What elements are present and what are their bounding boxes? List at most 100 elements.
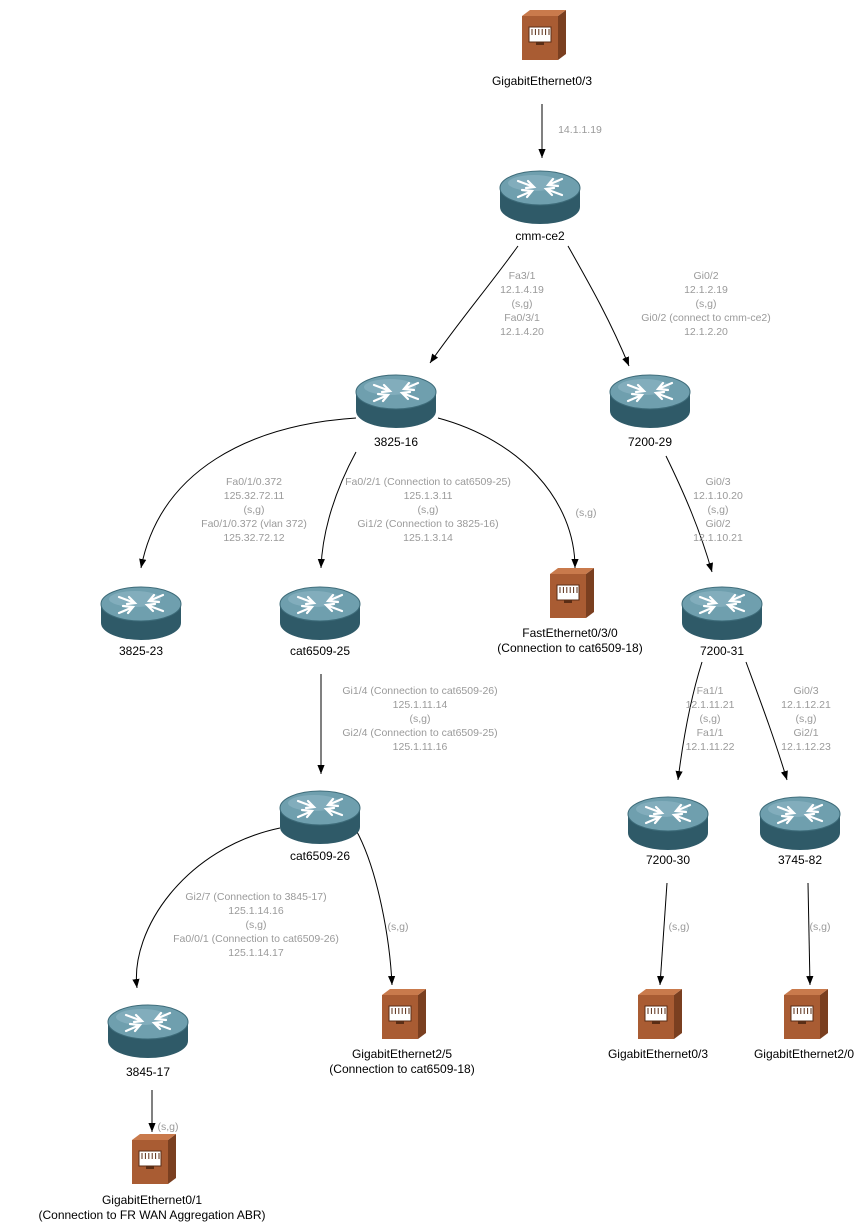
edge-label-line: (s,g) (512, 298, 533, 310)
edge-cmm_ce2-to-r7200_29 (567, 245, 630, 367)
node-label: 7200-31 (700, 644, 744, 658)
port-pins (793, 1008, 812, 1014)
edge-r7200_31-to-r3745_82 (745, 661, 788, 781)
node-label: GigabitEthernet0/1(Connection to FR WAN … (39, 1193, 266, 1222)
node-ge25[interactable]: GigabitEthernet2/5(Connection to cat6509… (329, 989, 475, 1076)
ethernet-port-icon[interactable] (382, 989, 426, 1039)
edge-label-line: 12.1.12.21 (781, 699, 831, 711)
edge-label-e5: Fa0/2/1 (Connection to cat6509-25)125.1.… (345, 476, 511, 544)
node-label-line: cat6509-26 (290, 849, 350, 863)
node-label-line: 3825-16 (374, 435, 418, 449)
node-cmm-ce2[interactable]: cmm-ce2 (499, 170, 581, 243)
router-arrows (372, 381, 420, 403)
node-label-line: GigabitEthernet2/0 (754, 1047, 854, 1061)
port-pins (559, 587, 578, 593)
node-r3825-16[interactable]: 3825-16 (355, 374, 437, 449)
ethernet-port-icon[interactable] (522, 10, 566, 60)
node-label-line: (Connection to cat6509-18) (329, 1062, 474, 1076)
ethernet-port-icon[interactable] (638, 989, 682, 1039)
edge-label-line: 125.32.72.11 (224, 490, 285, 502)
node-r3745-82[interactable]: 3745-82 (759, 796, 841, 867)
edge-label-line: (s,g) (708, 504, 729, 516)
edge-label-line: Fa0/1/0.372 (vlan 372) (201, 518, 307, 530)
port-tab (652, 1021, 660, 1024)
edge-label-line: Gi0/2 (connect to cmm-ce2) (641, 312, 771, 324)
port-pins (141, 1153, 160, 1159)
edge-label-line: Fa0/2/1 (Connection to cat6509-25) (345, 476, 511, 488)
node-label-line: GigabitEthernet0/3 (492, 74, 592, 88)
ethernet-port-icon[interactable] (784, 989, 828, 1039)
edge-label-line: 12.1.11.21 (686, 699, 735, 711)
router-icon[interactable] (681, 586, 763, 640)
edge-label-e15: (s,g) (158, 1121, 179, 1133)
edge-label-line: (s,g) (669, 921, 690, 933)
edge-label-line: 12.1.2.20 (684, 326, 728, 338)
router-icon[interactable] (279, 586, 361, 640)
edge-label-line: Gi0/2 (705, 518, 730, 530)
node-ge03-top[interactable]: GigabitEthernet0/3 (492, 10, 592, 88)
node-label-line: 7200-29 (628, 435, 672, 449)
router-arrows (698, 593, 746, 615)
edge-label-e13: (s,g) (669, 921, 690, 933)
router-icon[interactable] (609, 374, 691, 428)
edge-cmm_ce2-to-r3825_16 (429, 245, 519, 364)
node-ge03-b1[interactable]: GigabitEthernet0/3 (608, 989, 708, 1061)
edge-label-line: 12.1.10.20 (693, 490, 743, 502)
edge-r3825_16-to-r3825_23 (139, 417, 357, 569)
router-highlight (364, 379, 416, 395)
router-highlight (116, 1009, 168, 1025)
router-icon[interactable] (499, 170, 581, 224)
node-r7200-29[interactable]: 7200-29 (609, 374, 691, 449)
node-ge01[interactable]: GigabitEthernet0/1(Connection to FR WAN … (39, 1134, 266, 1222)
router-highlight (636, 801, 688, 817)
router-icon[interactable] (107, 1004, 189, 1058)
edge-label-line: Fa0/3/1 (504, 312, 540, 324)
edge-label-line: Fa1/1 (697, 685, 724, 697)
edge-label-line: (s,g) (418, 504, 439, 516)
edge-label-line: (s,g) (410, 713, 431, 725)
router-arrows (296, 797, 344, 819)
router-arrows (776, 803, 824, 825)
node-fe030[interactable]: FastEthernet0/3/0(Connection to cat6509-… (497, 568, 643, 655)
router-icon[interactable] (355, 374, 437, 428)
router-icon[interactable] (627, 796, 709, 850)
node-label: GigabitEthernet2/5(Connection to cat6509… (329, 1047, 474, 1076)
router-arrows (124, 1011, 172, 1033)
port-side (168, 1134, 176, 1184)
edge-r3825_16-to-cat6509_25 (317, 451, 357, 569)
node-ge20[interactable]: GigabitEthernet2/0 (754, 989, 854, 1061)
port-top (522, 10, 566, 16)
edge-label-line: 14.1.1.19 (558, 124, 602, 136)
edge-label-line: Gi0/3 (793, 685, 818, 697)
node-label-line: GigabitEthernet2/5 (352, 1047, 452, 1061)
router-icon[interactable] (279, 790, 361, 844)
edge-label-line: 125.1.11.14 (393, 699, 448, 711)
edge-r7200_31-to-r7200_30 (675, 661, 703, 781)
node-r7200-31[interactable]: 7200-31 (681, 586, 763, 658)
router-icon[interactable] (100, 586, 182, 640)
node-r7200-30[interactable]: 7200-30 (627, 796, 709, 867)
node-cat6509-25[interactable]: cat6509-25 (279, 586, 361, 658)
node-r3845-17[interactable]: 3845-17 (107, 1004, 189, 1079)
router-highlight (109, 591, 161, 607)
edge-label-line: (s,g) (246, 919, 267, 931)
edge-label-line: Gi1/2 (Connection to 3825-16) (357, 518, 498, 530)
edge-label-line: (s,g) (576, 507, 597, 519)
ethernet-port-icon[interactable] (132, 1134, 176, 1184)
node-cat6509-26[interactable]: cat6509-26 (279, 790, 361, 863)
node-label-line: GigabitEthernet0/3 (608, 1047, 708, 1061)
edge-label-line: (s,g) (796, 713, 817, 725)
router-highlight (508, 175, 560, 191)
port-side (418, 989, 426, 1039)
edge-label-line: 12.1.11.22 (686, 741, 735, 753)
edge-label-line: Gi0/3 (705, 476, 730, 488)
node-label-line: cat6509-25 (290, 644, 350, 658)
router-icon[interactable] (759, 796, 841, 850)
node-r3825-23[interactable]: 3825-23 (100, 586, 182, 658)
ethernet-port-icon[interactable] (550, 568, 594, 618)
